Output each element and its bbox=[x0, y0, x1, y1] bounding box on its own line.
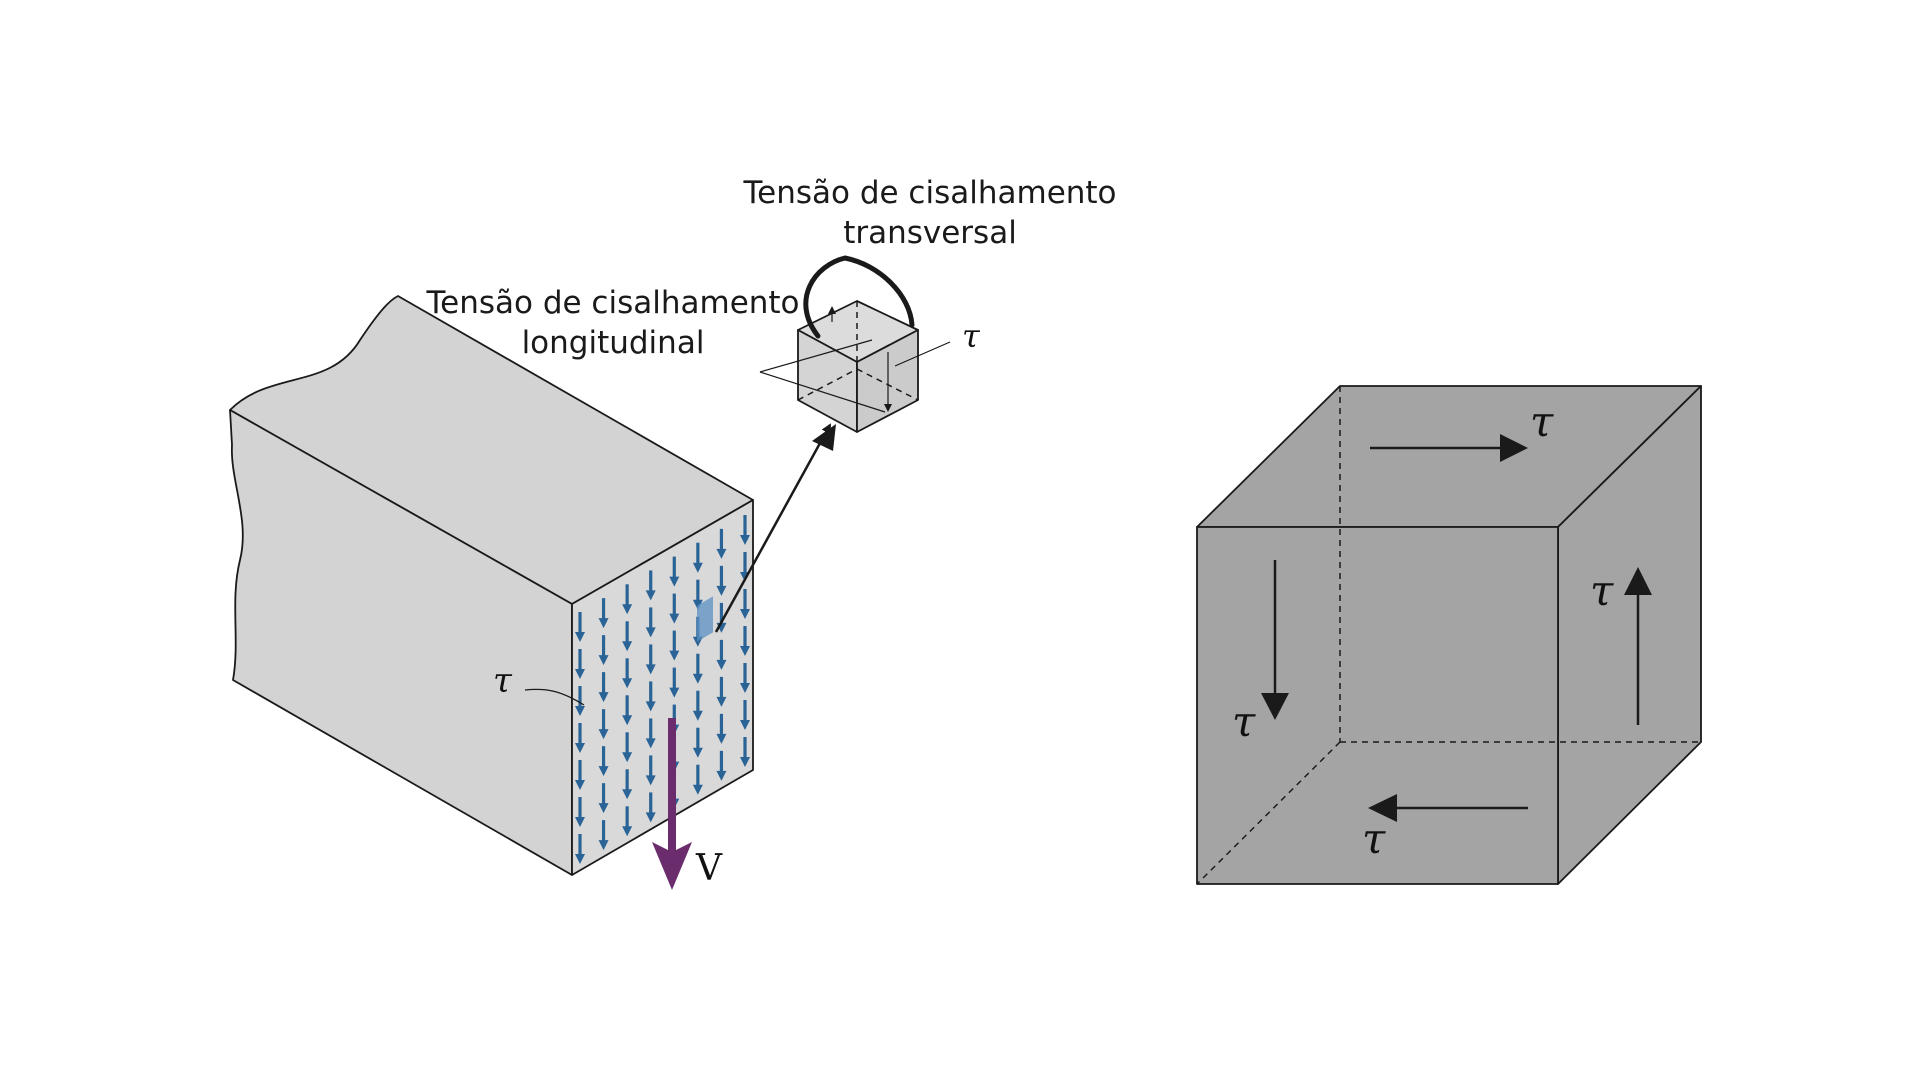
stress-arrow bbox=[716, 750, 727, 781]
stress-arrow bbox=[716, 565, 727, 596]
stress-arrow bbox=[622, 584, 633, 615]
stress-arrow bbox=[692, 690, 703, 721]
tau-leader-beam bbox=[524, 688, 585, 706]
stress-arrow bbox=[645, 681, 656, 712]
stress-arrow bbox=[622, 621, 633, 652]
stress-arrow bbox=[669, 667, 680, 698]
zoom-pointer-arrowhead bbox=[812, 424, 836, 451]
shear-force-arrow bbox=[652, 718, 692, 890]
stress-arrow bbox=[575, 760, 585, 790]
stress-arrow bbox=[575, 797, 585, 827]
cube-hidden-edge-diagonal bbox=[1196, 741, 1341, 885]
stress-arrow bbox=[598, 635, 609, 666]
tau-label-beam: τ bbox=[493, 661, 513, 701]
tau-label-cube-left: τ bbox=[1232, 697, 1256, 746]
stress-arrow bbox=[692, 727, 703, 758]
stress-arrow bbox=[622, 695, 633, 726]
stress-arrow bbox=[645, 607, 656, 638]
cube-front-face bbox=[1196, 526, 1559, 885]
transverse-label-line1: Tensão de cisalhamento bbox=[742, 175, 1116, 211]
stress-element-cube bbox=[1196, 385, 1702, 885]
highlighted-element bbox=[697, 596, 713, 642]
stress-arrow bbox=[622, 769, 633, 800]
stress-arrow bbox=[740, 515, 750, 545]
beam-cross-section bbox=[571, 499, 754, 876]
stress-arrow bbox=[716, 676, 727, 707]
tau-label-cube-bottom: τ bbox=[1362, 814, 1386, 863]
stress-arrow bbox=[622, 658, 633, 689]
stress-arrow bbox=[692, 653, 703, 684]
stress-arrow bbox=[740, 737, 750, 767]
stress-arrow bbox=[598, 672, 609, 703]
stress-arrow bbox=[575, 834, 585, 864]
stress-arrow bbox=[575, 612, 585, 642]
stress-arrow bbox=[692, 764, 703, 795]
tau-label-cube-top: τ bbox=[1530, 397, 1554, 446]
stress-arrow bbox=[716, 528, 727, 559]
stress-arrow bbox=[716, 713, 727, 744]
stress-arrow bbox=[669, 593, 680, 624]
stress-arrow bbox=[716, 639, 727, 670]
stress-arrow bbox=[740, 700, 750, 730]
tau-label-small-cube: τ bbox=[962, 317, 981, 355]
stress-arrow bbox=[598, 746, 609, 777]
stress-arrow bbox=[598, 598, 609, 629]
stress-arrow bbox=[669, 630, 680, 661]
stress-arrow bbox=[645, 644, 656, 675]
curved-arrow-icon bbox=[803, 255, 915, 339]
longitudinal-label-line1: Tensão de cisalhamento bbox=[425, 285, 799, 321]
stress-arrow bbox=[740, 663, 750, 693]
stress-arrow bbox=[622, 806, 633, 837]
shear-force-label: V bbox=[695, 848, 723, 889]
stress-arrow bbox=[645, 755, 656, 786]
stress-arrow bbox=[622, 732, 633, 763]
stress-arrow bbox=[645, 718, 656, 749]
stress-arrow bbox=[575, 649, 585, 679]
cube-stress-arrows bbox=[1261, 434, 1652, 822]
transverse-label-line2: transversal bbox=[843, 215, 1017, 251]
stress-arrow bbox=[740, 589, 750, 619]
tau-label-cube-right: τ bbox=[1590, 566, 1614, 615]
beam bbox=[229, 295, 754, 876]
zoom-pointer-arrow bbox=[714, 423, 832, 633]
stress-arrow bbox=[692, 579, 703, 610]
stress-arrow bbox=[598, 709, 609, 740]
stress-arrow bbox=[598, 783, 609, 814]
stress-arrow bbox=[669, 556, 680, 587]
arrow-down-icon bbox=[652, 718, 692, 890]
stress-arrow bbox=[740, 626, 750, 656]
shear-stress-arrow-field bbox=[575, 515, 750, 864]
stress-arrow bbox=[645, 570, 656, 601]
stress-arrow bbox=[692, 542, 703, 573]
stress-arrow bbox=[598, 820, 609, 851]
stress-arrow bbox=[645, 792, 656, 823]
beam-front-face bbox=[229, 409, 573, 876]
stress-element-small-cube bbox=[759, 255, 951, 433]
stress-arrow bbox=[575, 686, 585, 716]
beam-top-face bbox=[229, 295, 754, 605]
longitudinal-label-line2: longitudinal bbox=[522, 325, 705, 361]
stress-arrow bbox=[575, 723, 585, 753]
